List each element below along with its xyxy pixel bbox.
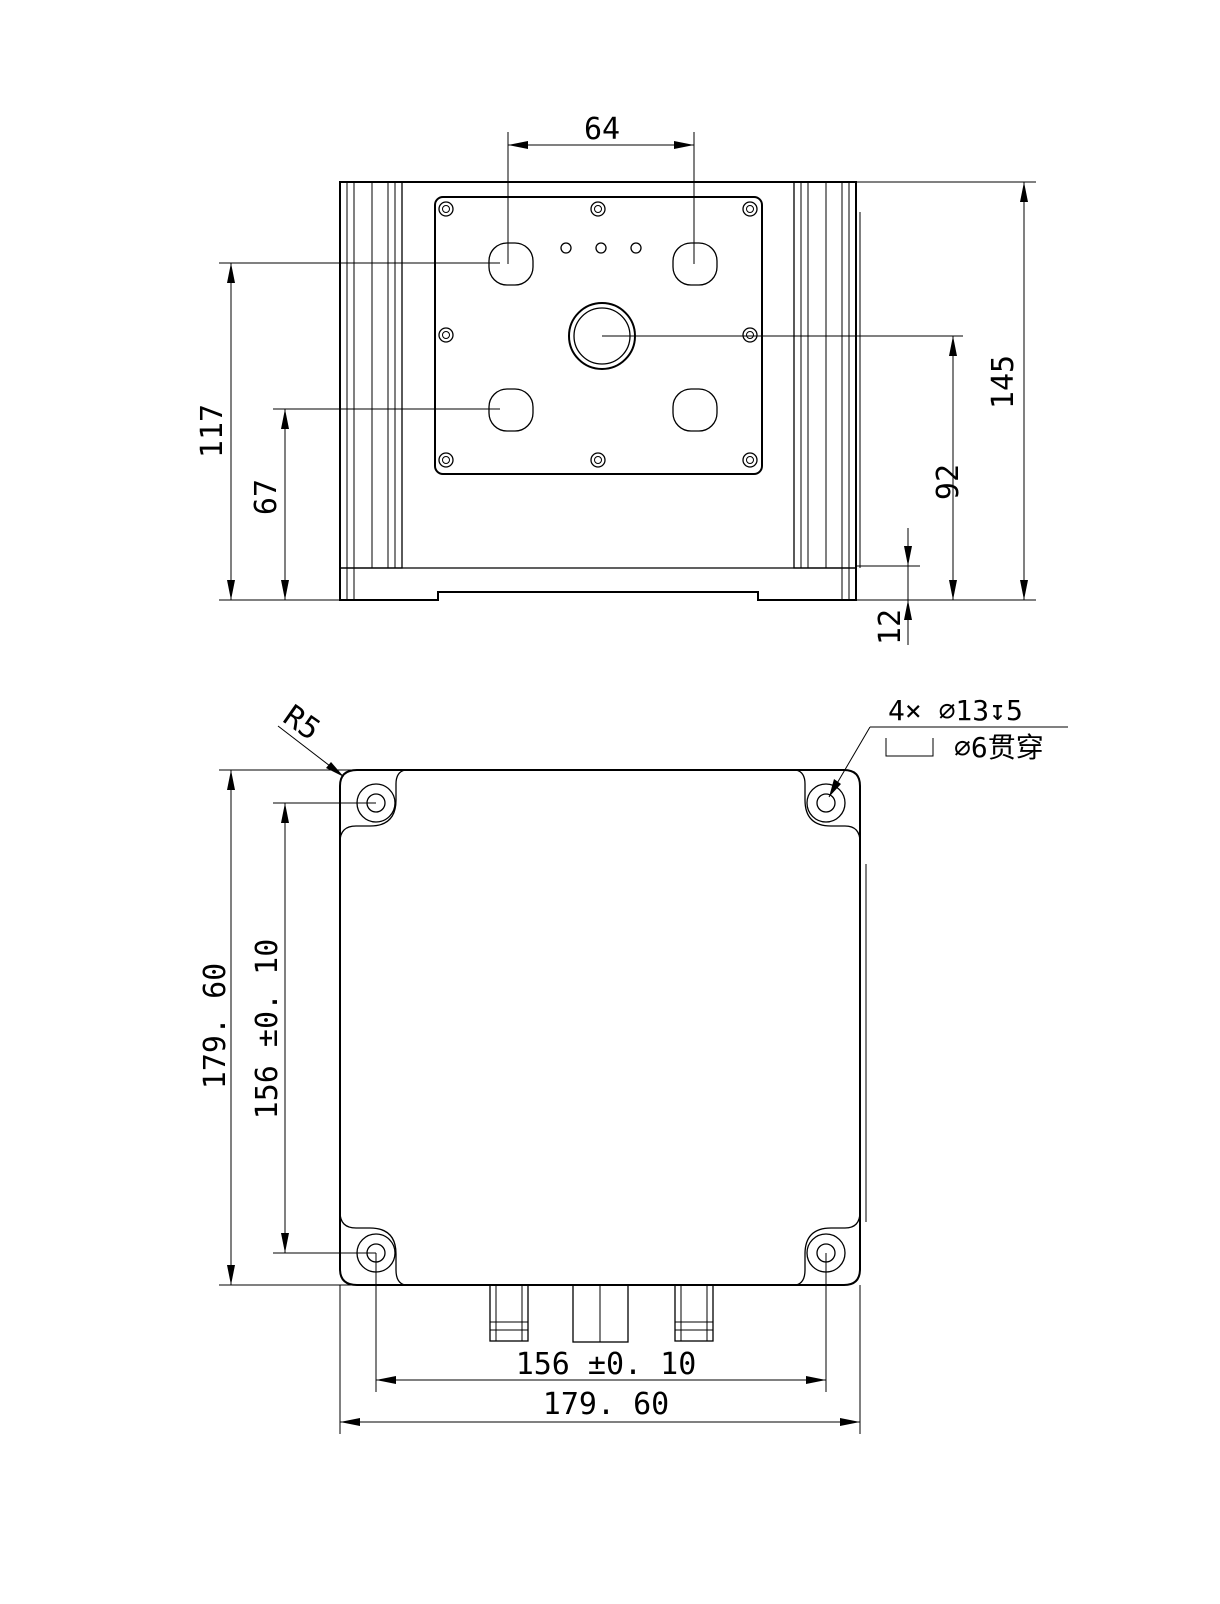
dim-width-holes-label: 156 ±0. 10 <box>516 1347 697 1382</box>
dim-width-total-label: 179. 60 <box>543 1387 669 1422</box>
right-rail <box>793 181 861 600</box>
dim-r5-label: R5 <box>277 699 327 748</box>
dim-r5: R5 <box>277 699 344 777</box>
dim-92-label: 92 <box>931 464 966 500</box>
left-rail <box>339 181 403 600</box>
dim-145: 145 <box>856 181 1036 600</box>
dim-height-total-label: 179. 60 <box>198 963 233 1089</box>
dim-64: 64 <box>507 112 695 264</box>
dim-145-label: 145 <box>986 355 1021 409</box>
hole-callout: 4× ∅13↧5 ∅6贯穿 <box>828 694 1068 798</box>
front-view: 64 117 67 92 <box>195 112 1036 645</box>
hole-callout-line1: 4× ∅13↧5 <box>888 694 1023 727</box>
dim-width-total: 179. 60 <box>339 1285 861 1434</box>
top-housing-outline <box>339 769 861 1286</box>
corner-holes <box>356 783 846 1273</box>
hole-callout-line2: ∅6贯穿 <box>954 731 1044 764</box>
dim-12-label: 12 <box>873 609 908 645</box>
dim-117: 117 <box>195 262 500 601</box>
dim-height-holes-label: 156 ±0. 10 <box>250 939 285 1120</box>
dim-width-holes: 156 ±0. 10 <box>375 1253 827 1392</box>
dim-12: 12 <box>856 528 920 645</box>
dim-67: 67 <box>249 408 500 600</box>
dim-height-total: 179. 60 <box>198 769 357 1286</box>
connector-ports <box>488 242 718 432</box>
dim-117-label: 117 <box>195 404 230 458</box>
plate-screws <box>438 201 758 468</box>
top-inner-body <box>339 769 861 1286</box>
dim-64-label: 64 <box>584 112 620 147</box>
top-view: R5 4× ∅13↧5 ∅6贯穿 179. 60 156 ± <box>198 694 1068 1434</box>
indicator-leds <box>560 242 642 254</box>
dim-92: 92 <box>602 335 1036 601</box>
dim-height-holes: 156 ±0. 10 <box>250 802 376 1254</box>
bottom-connectors <box>489 1284 714 1343</box>
dim-67-label: 67 <box>249 479 284 515</box>
